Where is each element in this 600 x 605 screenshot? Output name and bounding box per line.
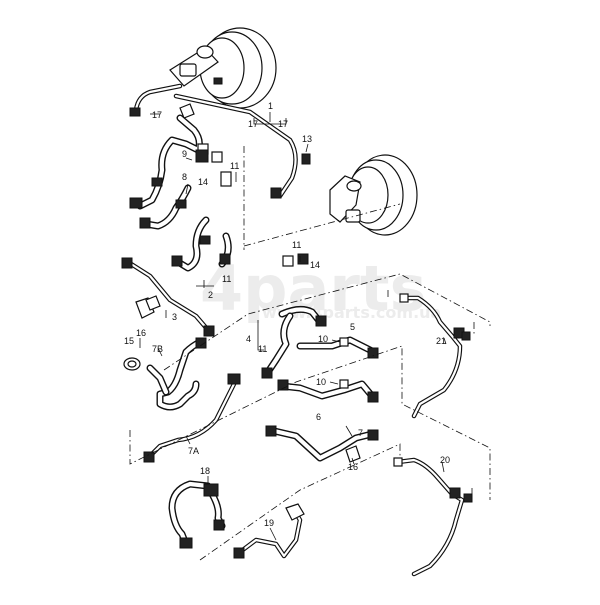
hose-7b	[123, 337, 207, 411]
callout-7: 7	[358, 428, 363, 438]
callout-2: 2	[208, 290, 213, 300]
callout-11: 11	[230, 161, 239, 171]
vacuum-line-upper	[129, 83, 311, 199]
callout-9: 9	[182, 149, 187, 159]
callout-1: 1	[268, 101, 273, 111]
callout-14: 14	[310, 260, 320, 270]
hose-group-upper	[129, 114, 232, 272]
callout-17: 17	[278, 119, 288, 129]
callout-14: 14	[198, 177, 208, 187]
callout-5: 5	[350, 322, 355, 332]
callout-8: 8	[182, 172, 187, 182]
hose-20	[393, 457, 473, 577]
callout-17: 17	[248, 119, 258, 129]
callout-20: 20	[440, 455, 450, 465]
callout-19: 19	[264, 518, 274, 528]
callout-21: 21	[436, 336, 446, 346]
callout-10: 10	[318, 334, 328, 344]
callout-6: 6	[316, 412, 321, 422]
leader-lines	[139, 112, 447, 541]
callout-7b: 7B	[152, 344, 163, 354]
callout-11: 11	[292, 240, 301, 250]
callout-4: 4	[246, 334, 251, 344]
callout-labels: 1 17 17 17 13 9 14 11 8 11 11 2 14 3 16 …	[124, 101, 450, 528]
brake-booster-upper	[169, 27, 277, 109]
callout-17: 17	[152, 110, 162, 120]
brake-booster-right	[329, 154, 418, 236]
assembly-lines	[129, 146, 491, 561]
hose-18	[168, 480, 226, 549]
callout-3: 3	[172, 312, 177, 322]
callout-16: 16	[136, 328, 146, 338]
callout-11: 11	[222, 274, 231, 284]
callout-11: 11	[258, 344, 267, 354]
hose-19	[233, 503, 305, 559]
hose-group-middle	[261, 253, 379, 463]
callout-10: 10	[316, 377, 326, 387]
callout-7a: 7A	[188, 446, 199, 456]
hose-3	[121, 257, 215, 337]
callout-16: 16	[348, 462, 358, 472]
callout-18: 18	[200, 466, 210, 476]
callout-15: 15	[124, 336, 134, 346]
callout-13: 13	[302, 134, 312, 144]
hose-21	[399, 293, 471, 419]
